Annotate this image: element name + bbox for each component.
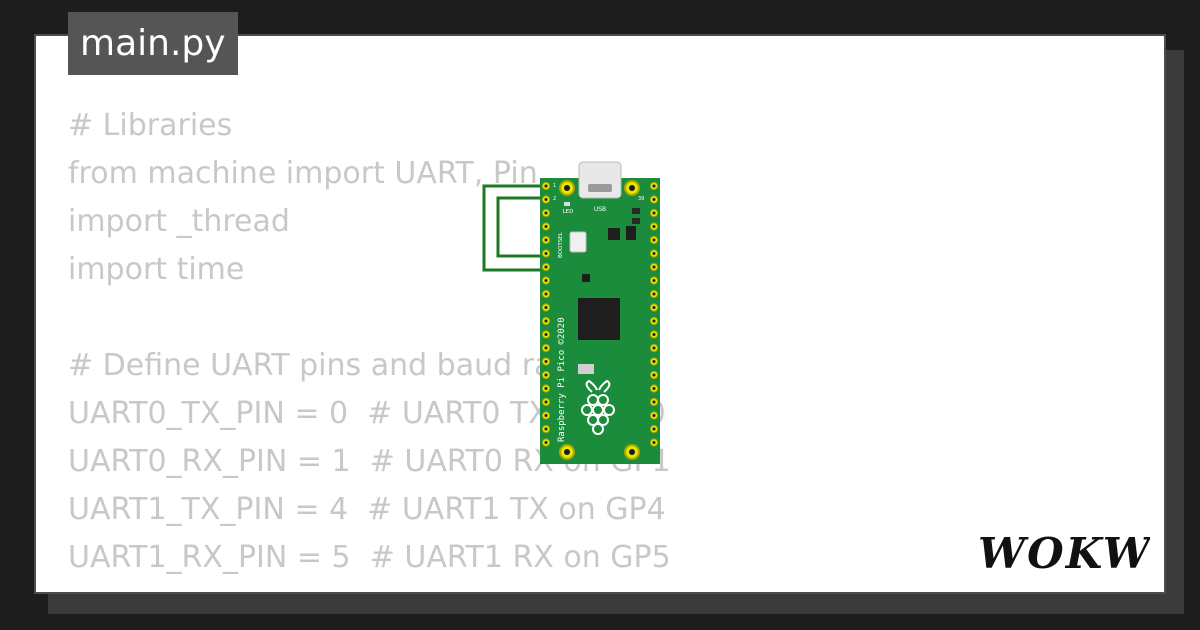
header-pin-hole bbox=[652, 184, 656, 188]
header-pin-hole bbox=[544, 292, 548, 296]
file-tab-label: main.py bbox=[80, 23, 226, 64]
wires bbox=[482, 184, 550, 272]
flash-chip bbox=[578, 364, 594, 374]
header-pin-hole bbox=[544, 360, 548, 363]
code-line: from machine import UART, Pin bbox=[68, 156, 538, 191]
header-pin-hole bbox=[652, 279, 656, 282]
file-tab[interactable]: main.py bbox=[68, 12, 238, 75]
header-pin-hole bbox=[652, 252, 656, 255]
wire-gp0-gp5 bbox=[482, 184, 550, 272]
header-pin-hole bbox=[544, 346, 548, 350]
header-pin-hole bbox=[652, 373, 656, 377]
header-pin-hole bbox=[652, 333, 656, 336]
header-pin-hole bbox=[544, 306, 548, 309]
usb-connector bbox=[578, 161, 622, 199]
header-pin-hole bbox=[652, 414, 656, 417]
header-pin-hole bbox=[544, 333, 548, 336]
usb-label: USB bbox=[594, 206, 606, 213]
bootsel-button[interactable] bbox=[569, 231, 587, 253]
header-pin-hole bbox=[652, 441, 656, 444]
header-pin-hole bbox=[544, 441, 548, 444]
header-pin-hole bbox=[544, 198, 548, 201]
code-line: BAUD_RATE = 9600 bbox=[68, 582, 671, 592]
header-pin-hole bbox=[544, 400, 548, 404]
header-pin-hole bbox=[544, 211, 548, 215]
pin-2-label: 2 bbox=[553, 196, 556, 202]
led bbox=[564, 202, 570, 206]
header-pin-hole bbox=[544, 387, 548, 390]
header-pin-hole bbox=[652, 387, 656, 390]
left-header-pins bbox=[541, 181, 551, 447]
header-pin-hole bbox=[544, 225, 548, 228]
header-pin-hole bbox=[652, 265, 656, 269]
code-preview: # Libraries from machine import UART, Pin… bbox=[68, 102, 671, 592]
board-silkscreen-name: Raspberry Pi Pico ©2020 bbox=[557, 317, 567, 442]
bootsel-label: BOOTSEL bbox=[558, 231, 564, 258]
led-label: LED bbox=[563, 209, 574, 215]
header-pin-hole bbox=[652, 306, 656, 309]
code-line: # Libraries bbox=[68, 108, 233, 143]
header-pin-hole bbox=[652, 225, 656, 228]
header-pin-hole bbox=[544, 373, 548, 377]
header-pin-hole bbox=[544, 319, 548, 323]
small-components bbox=[582, 208, 640, 282]
pin-39-label: 39 bbox=[638, 196, 644, 202]
header-pin-hole bbox=[652, 198, 656, 201]
header-pin-hole bbox=[652, 360, 656, 363]
header-pin-hole bbox=[544, 414, 548, 417]
header-pin-hole bbox=[652, 292, 656, 296]
header-pin-hole bbox=[652, 238, 656, 242]
header-pin-hole bbox=[652, 427, 656, 431]
wokwi-logo-text: WOKWi bbox=[978, 529, 1150, 576]
code-line: UART1_RX_PIN = 5 # UART1 RX on GP5 bbox=[68, 540, 671, 575]
header-pin-hole bbox=[652, 211, 656, 215]
code-line: UART1_TX_PIN = 4 # UART1 TX on GP4 bbox=[68, 492, 666, 527]
wire-gp1-gp4 bbox=[496, 196, 550, 258]
wokwi-logo[interactable]: WOKWi bbox=[976, 528, 1150, 576]
code-line: import _thread bbox=[68, 204, 290, 239]
rp2040-chip bbox=[578, 298, 620, 340]
header-pin-hole bbox=[652, 400, 656, 404]
mounting-holes bbox=[559, 180, 640, 460]
header-pin-hole bbox=[544, 279, 548, 282]
header-pin-hole bbox=[544, 427, 548, 431]
header-pin-hole bbox=[652, 346, 656, 350]
code-line: import time bbox=[68, 252, 245, 287]
pin-1-label: 1 bbox=[553, 183, 556, 189]
raspberry-logo-icon bbox=[581, 379, 615, 435]
header-pin-hole bbox=[544, 252, 548, 255]
header-pin-hole bbox=[652, 319, 656, 323]
header-pin-hole bbox=[544, 265, 548, 269]
header-pin-hole bbox=[544, 184, 548, 188]
header-pin-hole bbox=[544, 238, 548, 242]
raspberry-pi-pico-board[interactable]: USB 1 2 39 LED BOOTSEL Raspberry Pi Pico… bbox=[480, 160, 662, 466]
right-header-pins bbox=[649, 181, 659, 447]
